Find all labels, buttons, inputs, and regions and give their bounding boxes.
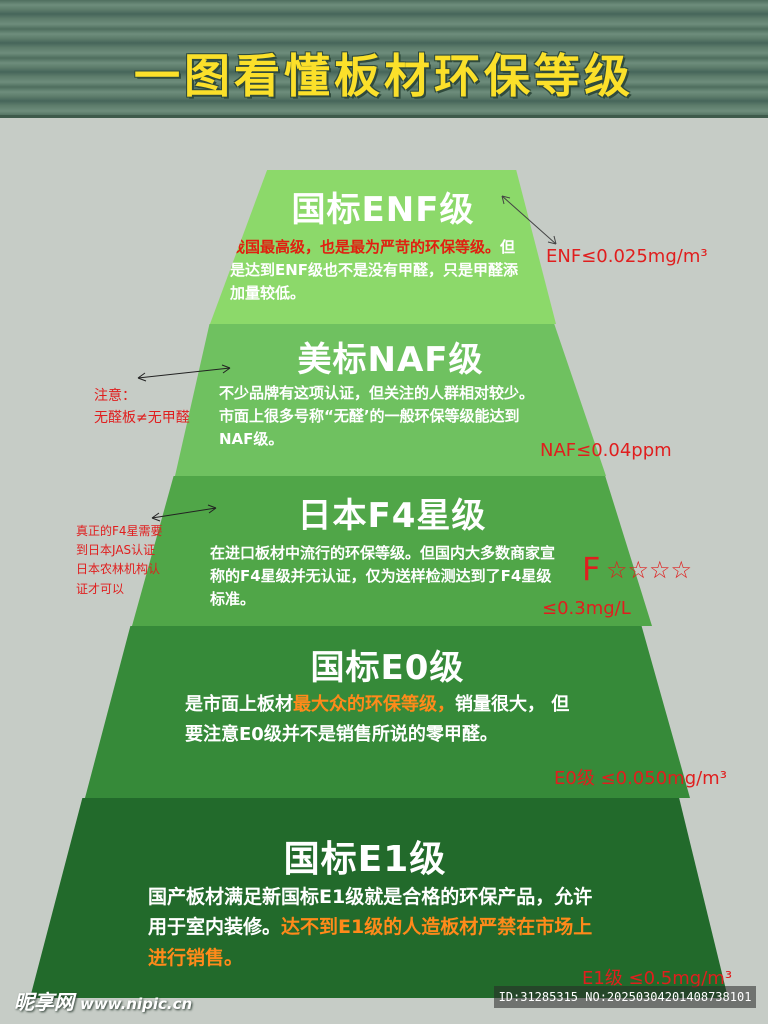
metric-enf: ENF≤0.025mg/m³ <box>546 246 708 267</box>
metric-naf: NAF≤0.04ppm <box>540 440 672 461</box>
f4-note-line: 日本农林机构认 <box>76 562 161 577</box>
tier-naf-body: 不少品牌有这项认证，但关注的人群相对较少。市面上很多号称“无醛’的一般环保等级能… <box>219 384 535 448</box>
tier-f4: 日本F4星级 在进口板材中流行的环保等级。但国内大多数商家宣称的F4星级并无认证… <box>132 476 652 626</box>
watermark-url: www.nipic.cn <box>80 995 193 1013</box>
tier-e1-heading: 国标E1级 <box>283 839 447 880</box>
tier-e0-body-text-1: 是市面上板材 <box>185 694 293 715</box>
header-banner <box>0 0 768 118</box>
tier-f4-body: 在进口板材中流行的环保等级。但国内大多数商家宣称的F4星级并无认证，仅为送样检测… <box>210 544 556 608</box>
naf-note-line: 无醛板≠无甲醛 <box>94 409 190 426</box>
metric-f4-stars: ☆☆☆☆ <box>606 556 693 584</box>
tier-e0: 国标E0级 是市面上板材最大众的环保等级，销量很大， 但要注意E0级并不是销售所… <box>85 626 690 798</box>
tier-enf-body-highlight: 我国最高级，也是最为严苛的环保等级。 <box>230 238 501 256</box>
arrow-naf-icon <box>137 364 231 382</box>
metric-f4-letter: F <box>582 550 601 588</box>
tier-e1-body: 国产板材满足新国标E1级就是合格的环保产品，允许用于室内装修。达不到E1级的人造… <box>148 882 608 973</box>
arrow-f4-icon <box>151 504 217 522</box>
tier-e0-body-highlight: 最大众的环保等级， <box>293 694 455 715</box>
watermark-id: ID:31285315 NO:20250304201408738101 <box>494 986 756 1008</box>
naf-note-line: 注意： <box>94 388 136 404</box>
tier-e1-body-highlight: 达不到E1级的人造板材严禁在市场上进行销售。 <box>148 916 593 969</box>
tier-enf-body: 我国最高级，也是最为严苛的环保等级。但是达到ENF级也不是没有甲醛，只是甲醛添加… <box>230 236 530 304</box>
arrow-enf-icon <box>501 195 557 245</box>
tier-enf-heading: 国标ENF级 <box>291 190 475 230</box>
metric-e0: E0级 ≤0.050mg/m³ <box>554 768 727 789</box>
naf-note: 注意： 无醛板≠无甲醛 <box>94 386 190 429</box>
tier-enf: 国标ENF级 我国最高级，也是最为严苛的环保等级。但是达到ENF级也不是没有甲醛… <box>210 170 556 324</box>
tier-enf-body-text: 但是达到ENF级也不是没有甲醛，只是甲醛添加量较低。 <box>230 238 519 302</box>
tier-e1: 国标E1级 国产板材满足新国标E1级就是合格的环保产品，允许用于室内装修。达不到… <box>30 798 728 998</box>
tier-naf-heading: 美标NAF级 <box>297 340 484 380</box>
watermark-brand: 昵享网 www.nipic.cn <box>14 986 192 1015</box>
f4-note-line: 到日本JAS认证 <box>76 543 156 558</box>
metric-e1: E1级 ≤0.5mg/m³ <box>582 968 733 989</box>
metric-f4-value: ≤0.3mg/L <box>542 598 631 619</box>
page-title: 一图看懂板材环保等级 <box>134 49 634 103</box>
tier-f4-heading: 日本F4星级 <box>297 496 487 536</box>
tier-e0-body: 是市面上板材最大众的环保等级，销量很大， 但要注意E0级并不是销售所说的零甲醛。 <box>185 690 585 749</box>
f4-note: 真正的F4星需要 到日本JAS认证 日本农林机构认 证才可以 <box>76 522 163 599</box>
watermark-brand-name: 昵享网 <box>14 990 74 1014</box>
tier-naf: 美标NAF级 不少品牌有这项认证，但关注的人群相对较少。市面上很多号称“无醛’的… <box>175 324 606 476</box>
tier-e0-heading: 国标E0级 <box>310 648 465 688</box>
f4-note-line: 证才可以 <box>76 581 125 596</box>
f4-note-line: 真正的F4星需要 <box>76 524 163 538</box>
tier-e0-body-text-2: 销量很大， 但要注意E0级并不是销售所说的零甲醛。 <box>185 694 570 745</box>
tier-e1-body-text: 国产板材满足新国标E1级就是合格的环保产品，允许用于室内装修。 <box>148 886 593 939</box>
